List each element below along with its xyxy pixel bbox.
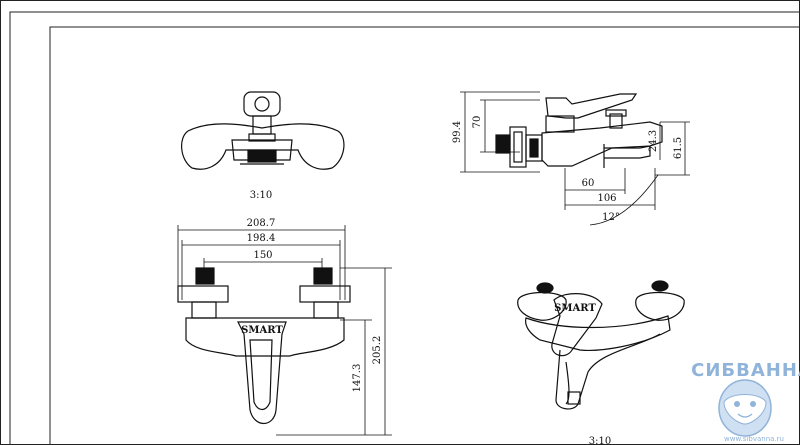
front-view-brand: SMART [241, 325, 283, 336]
perspective-view [517, 280, 685, 410]
dim-side-body-height: 70 [472, 116, 483, 129]
dim-side-spout-drop: 24.3 [648, 130, 659, 152]
perspective-brand: SMART [554, 303, 596, 314]
inner-frame [9, 11, 800, 445]
side-view-dimension-lines [460, 91, 690, 226]
dim-front-total-height: 205.2 [372, 336, 383, 365]
top-view-scale: 3:10 [250, 190, 272, 201]
watermark-logo [718, 379, 772, 437]
drawing-frame [49, 26, 800, 445]
dim-front-total-width: 208.7 [247, 218, 276, 229]
dim-front-body-height: 147.3 [352, 364, 363, 393]
side-view [495, 93, 663, 168]
dim-side-depth: 106 [597, 193, 616, 204]
perspective-view-scale: 3:10 [589, 436, 611, 445]
watermark-name: СИБВАННА [691, 360, 800, 381]
dim-front-centers: 150 [253, 250, 272, 261]
dim-side-spout-offset: 60 [582, 178, 595, 189]
front-view [177, 267, 351, 425]
dim-side-angle: 12° [602, 212, 620, 223]
front-view-dimension-lines [177, 225, 392, 436]
dim-side-right-height: 61.5 [673, 137, 684, 159]
top-view [181, 91, 345, 170]
dim-front-nuts-width: 198.4 [247, 233, 276, 244]
dim-side-total-height: 99.4 [452, 121, 463, 143]
watermark-url: www.sibvanna.ru [724, 435, 784, 443]
